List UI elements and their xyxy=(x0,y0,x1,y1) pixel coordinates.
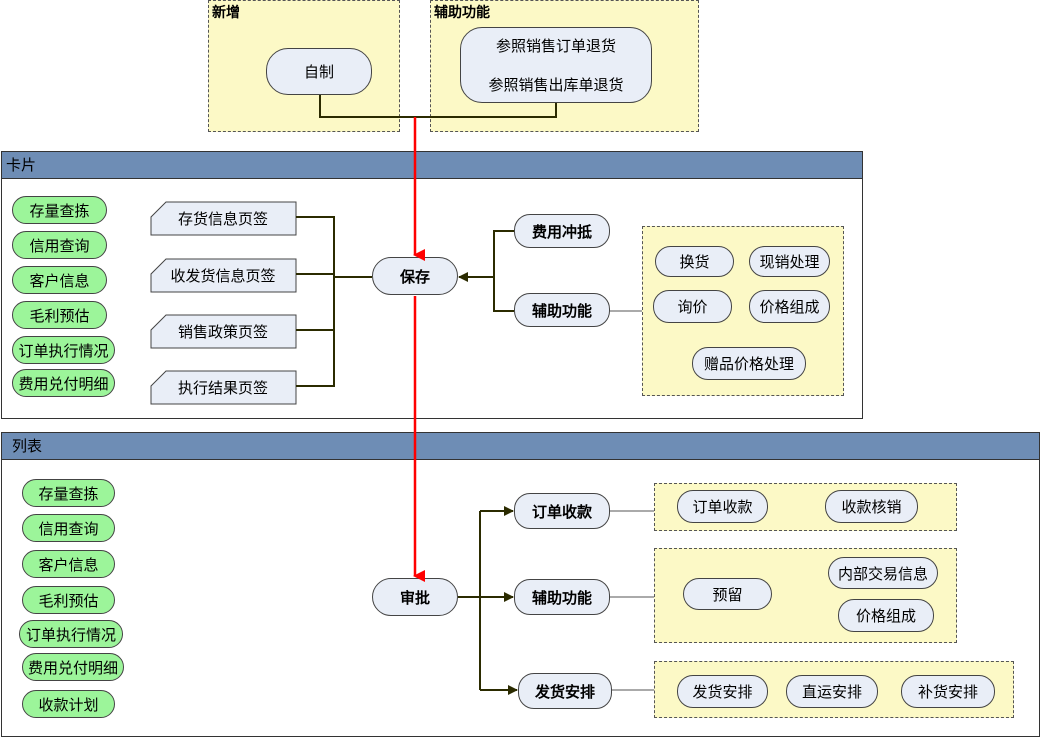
list-aux-function-label: 辅助功能 xyxy=(531,588,592,607)
card-tab-1[interactable]: 收发货信息页签 xyxy=(150,258,297,293)
list-left-button-label: 订单执行情况 xyxy=(25,625,116,644)
approve-button[interactable]: 审批 xyxy=(372,578,458,616)
card-panel-header: 卡片 xyxy=(2,152,862,179)
list-left-button-label: 信用查询 xyxy=(38,519,99,538)
card-left-button-label: 信用查询 xyxy=(29,236,90,255)
top-aux-region-title: 辅助功能 xyxy=(434,5,490,21)
card-tab-2[interactable]: 销售政策页签 xyxy=(150,314,297,349)
gift-price-button[interactable]: 赠品价格处理 xyxy=(692,347,806,380)
reserve-option-label: 预留 xyxy=(712,585,743,604)
card-tab-0[interactable]: 存货信息页签 xyxy=(150,201,297,236)
fee-offset-button[interactable]: 费用冲抵 xyxy=(514,214,610,248)
list-left-button-1[interactable]: 信用查询 xyxy=(22,514,115,542)
list-left-button-4[interactable]: 订单执行情况 xyxy=(19,620,123,648)
card-left-button-4[interactable]: 订单执行情况 xyxy=(12,336,115,364)
card-left-button-2[interactable]: 客户信息 xyxy=(12,266,107,294)
order-receipt-option[interactable]: 订单收款 xyxy=(677,490,768,523)
list-left-button-0[interactable]: 存量查拣 xyxy=(22,479,115,507)
cash-sale-button[interactable]: 现销处理 xyxy=(749,246,830,277)
internal-trade-option[interactable]: 内部交易信息 xyxy=(828,557,938,589)
self-made-button[interactable]: 自制 xyxy=(266,48,372,95)
list-left-button-5[interactable]: 费用兑付明细 xyxy=(22,653,124,681)
card-tab-label: 销售政策页签 xyxy=(177,322,268,341)
order-receipt-option-label: 订单收款 xyxy=(692,498,753,516)
new-region-title: 新增 xyxy=(212,5,240,21)
replenish-option[interactable]: 补货安排 xyxy=(901,675,995,708)
card-left-button-0[interactable]: 存量查拣 xyxy=(12,196,107,224)
card-tab-label: 收发货信息页签 xyxy=(170,266,276,285)
card-left-button-label: 毛利预估 xyxy=(29,306,90,325)
replenish-option-label: 补货安排 xyxy=(917,683,978,701)
order-receipt-label: 订单收款 xyxy=(531,502,592,521)
ship-arrange-button[interactable]: 发货安排 xyxy=(518,673,612,709)
internal-trade-option-label: 内部交易信息 xyxy=(837,564,928,583)
ref-out-return-option[interactable]: 参照销售出库单退货 xyxy=(488,76,624,94)
card-left-button-label: 存量查拣 xyxy=(29,201,90,220)
ship-arrange-label: 发货安排 xyxy=(534,682,595,701)
exchange-goods-label: 换货 xyxy=(679,253,710,271)
tab-shape xyxy=(150,314,297,349)
list-left-button-3[interactable]: 毛利预估 xyxy=(22,586,115,614)
list-price-composition-option[interactable]: 价格组成 xyxy=(838,599,934,632)
self-made-label: 自制 xyxy=(303,63,334,81)
card-tab-label: 执行结果页签 xyxy=(177,378,268,397)
card-price-composition-label: 价格组成 xyxy=(759,298,820,316)
save-label: 保存 xyxy=(399,267,430,286)
card-tab-3[interactable]: 执行结果页签 xyxy=(150,370,297,405)
list-left-button-label: 费用兑付明细 xyxy=(27,658,118,677)
fee-offset-label: 费用冲抵 xyxy=(531,222,592,241)
tab-shape xyxy=(150,258,297,293)
approve-label: 审批 xyxy=(399,588,430,607)
inquiry-button[interactable]: 询价 xyxy=(653,290,732,323)
list-left-button-2[interactable]: 客户信息 xyxy=(22,550,115,578)
card-left-button-label: 客户信息 xyxy=(29,271,90,290)
card-left-button-1[interactable]: 信用查询 xyxy=(12,231,107,259)
direct-ship-option-label: 直运安排 xyxy=(801,683,862,701)
list-left-button-label: 存量查拣 xyxy=(38,484,99,503)
card-left-button-label: 订单执行情况 xyxy=(18,341,109,360)
reserve-option[interactable]: 预留 xyxy=(683,578,772,610)
list-price-composition-option-label: 价格组成 xyxy=(855,607,916,625)
ref-order-return-option[interactable]: 参照销售订单退货 xyxy=(495,37,616,55)
ship-arrange-option[interactable]: 发货安排 xyxy=(677,675,768,708)
list-left-button-label: 客户信息 xyxy=(38,555,99,574)
tab-shape xyxy=(150,201,297,236)
card-tab-label: 存货信息页签 xyxy=(177,209,268,228)
list-left-button-label: 毛利预估 xyxy=(38,591,99,610)
reference-return-group: 参照销售订单退货 参照销售出库单退货 xyxy=(460,27,652,103)
list-panel-header: 列表 xyxy=(2,433,1039,460)
gift-price-label: 赠品价格处理 xyxy=(703,355,794,373)
list-aux-function-button[interactable]: 辅助功能 xyxy=(514,579,610,615)
cash-sale-label: 现销处理 xyxy=(759,253,820,271)
list-left-button-label: 收款计划 xyxy=(38,695,99,714)
inquiry-label: 询价 xyxy=(677,298,708,316)
receipt-writeoff-option[interactable]: 收款核销 xyxy=(825,490,918,523)
tab-shape xyxy=(150,370,297,405)
card-price-composition-button[interactable]: 价格组成 xyxy=(749,290,830,323)
order-receipt-button[interactable]: 订单收款 xyxy=(514,493,610,529)
card-left-button-label: 费用兑付明细 xyxy=(18,374,109,393)
ship-arrange-option-label: 发货安排 xyxy=(692,683,753,701)
card-left-button-3[interactable]: 毛利预估 xyxy=(12,301,107,329)
list-left-button-6[interactable]: 收款计划 xyxy=(22,690,115,718)
direct-ship-option[interactable]: 直运安排 xyxy=(786,675,878,708)
save-button[interactable]: 保存 xyxy=(372,257,458,295)
receipt-writeoff-option-label: 收款核销 xyxy=(841,498,902,516)
card-aux-function-button[interactable]: 辅助功能 xyxy=(514,293,610,327)
card-aux-function-label: 辅助功能 xyxy=(531,301,592,320)
exchange-goods-button[interactable]: 换货 xyxy=(655,246,734,277)
card-left-button-5[interactable]: 费用兑付明细 xyxy=(12,369,115,397)
